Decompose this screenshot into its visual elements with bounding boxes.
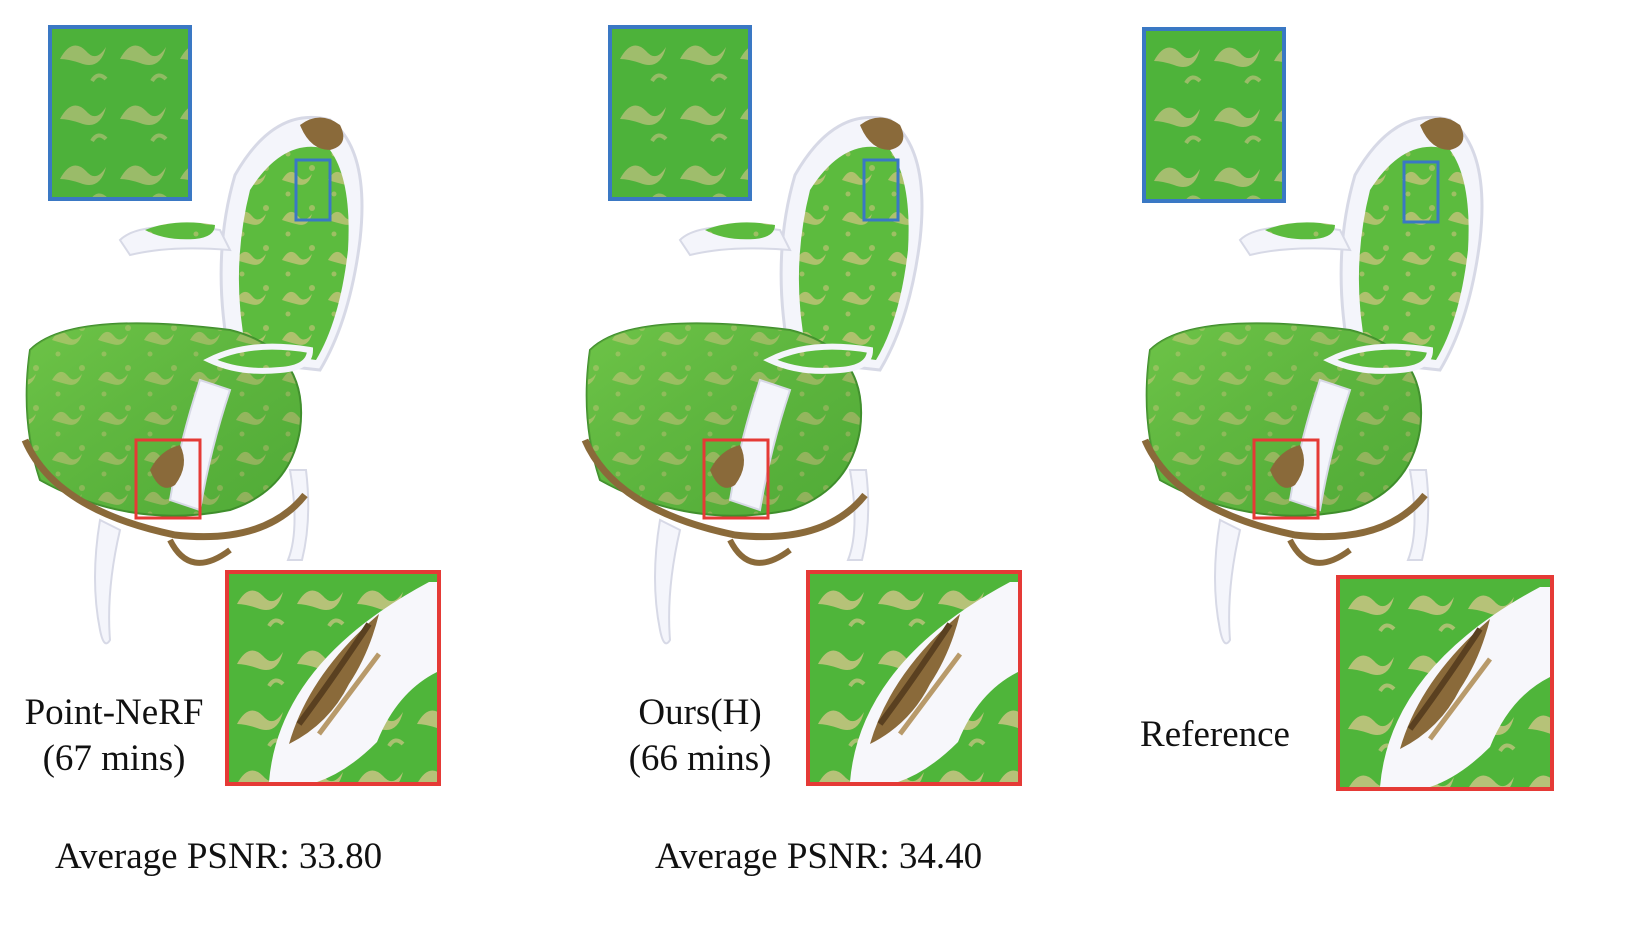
fabric-detail [1146,31,1282,199]
method-name: Ours(H) [638,692,762,733]
psnr-caption-ours-h: Average PSNR: 34.40 [655,836,983,877]
method-label: Ours(H) (66 mins) [600,690,800,782]
blue-zoom-inset [608,25,752,201]
panel-ours-h: Ours(H) (66 mins) [560,0,1120,930]
panel-point-nerf: Point-NeRF (67 mins) [0,0,560,930]
blue-zoom-inset [1142,27,1286,203]
red-zoom-inset [1336,575,1554,791]
chair-render [1141,115,1484,645]
carving-detail [1340,579,1550,787]
method-label: Reference [1120,712,1310,758]
panel-reference: Reference [1120,0,1638,930]
psnr-caption-point-nerf: Average PSNR: 33.80 [55,836,383,877]
red-zoom-inset [225,570,441,786]
method-time: (66 mins) [628,738,772,779]
chair-render [21,115,364,645]
fabric-detail [52,29,188,197]
blue-zoom-inset [48,25,192,201]
carving-detail [810,574,1018,782]
fabric-detail [612,29,748,197]
method-name: Point-NeRF [24,692,204,733]
method-name: Reference [1140,714,1290,755]
method-time: (67 mins) [42,738,186,779]
chair-render [581,115,924,645]
red-zoom-inset [806,570,1022,786]
carving-detail [229,574,437,782]
method-label: Point-NeRF (67 mins) [14,690,214,782]
